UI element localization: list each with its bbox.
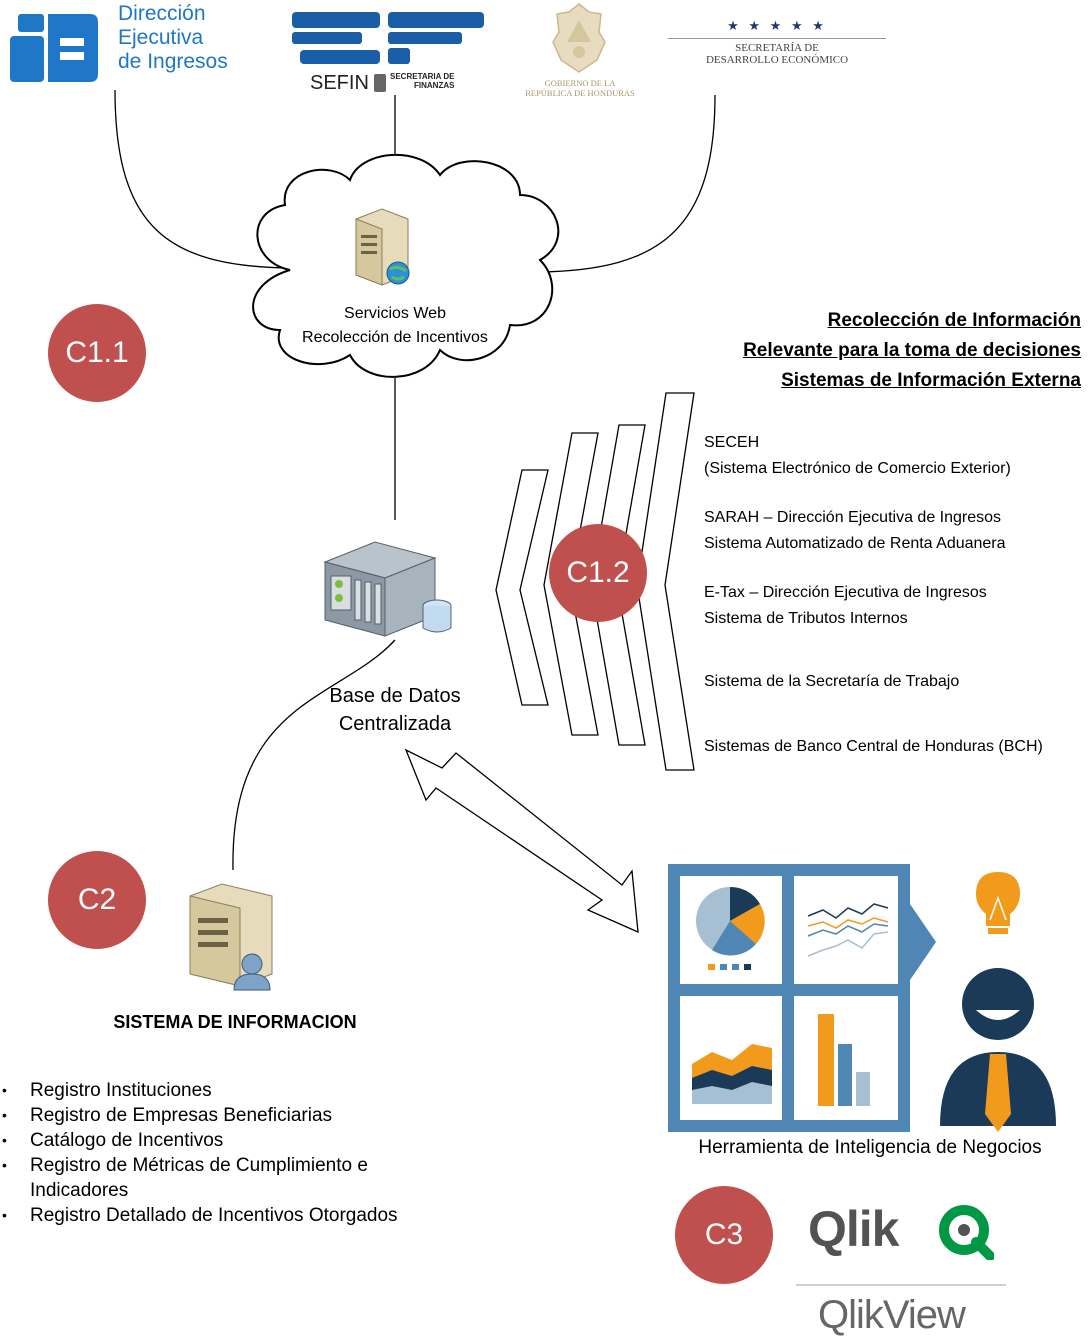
qlik-logo: Qlik (808, 1200, 998, 1260)
external-item-etax: E-Tax – Dirección Ejecutiva de Ingresos … (704, 580, 987, 632)
external-item-sarah-line2: Sistema Automatizado de Renta Aduanera (704, 535, 1006, 552)
sistema-title: SISTEMA DE INFORMACION (113, 1012, 357, 1032)
list-item-text: Registro de Métricas de Cumplimiento e I… (30, 1155, 368, 1201)
external-item-sarah: SARAH – Dirección Ejecutiva de Ingresos … (704, 505, 1006, 557)
chevron-1 (495, 469, 549, 706)
connector-desarrollo-cloud (539, 94, 716, 273)
database-label-1: Base de Datos (329, 685, 461, 707)
database-label-2: Centralizada (338, 713, 452, 735)
dei-emblem-icon (10, 14, 98, 82)
desarrollo-divider (668, 38, 886, 39)
list-item: Catálogo de Incentivos (2, 1128, 460, 1153)
cloud-label-2: Recolección de Incentivos (302, 329, 488, 346)
list-item: Registro de Empresas Beneficiarias (2, 1103, 460, 1128)
external-title-2: Relevante para la toma de decisiones (743, 340, 1081, 361)
external-item-sarah-line1: SARAH – Dirección Ejecutiva de Ingresos (704, 509, 1002, 526)
sefin-seal-icon (374, 74, 386, 92)
qlik-divider (796, 1284, 1006, 1286)
cloud-label-1: Servicios Web (344, 305, 446, 322)
connector-dei-cloud (114, 89, 286, 269)
arrow-db-to-bi (404, 748, 639, 934)
external-item-bch: Sistemas de Banco Central de Honduras (B… (704, 734, 1043, 760)
bi-dashboard-icon (668, 864, 1056, 1132)
external-item-bch-line1: Sistemas de Banco Central de Honduras (B… (704, 738, 1043, 755)
bi-caption: Herramienta de Inteligencia de Negocios (698, 1137, 1042, 1158)
external-title: Recolección de Información Relevante par… (743, 306, 1081, 396)
qlikview-wordmark: QlikView (818, 1293, 966, 1337)
external-item-seceh: SECEH (Sistema Electrónico de Comercio E… (704, 430, 1011, 482)
web-server-icon (355, 208, 410, 286)
badge-c11: C1.1 (48, 304, 146, 402)
list-item: Registro Detallado de Incentivos Otorgad… (2, 1203, 460, 1228)
gobierno-line-2: REPÚBLICA DE HONDURAS (525, 88, 635, 98)
external-item-etax-line2: Sistema de Tributos Internos (704, 610, 908, 627)
badge-c2: C2 (48, 851, 146, 949)
external-title-3: Sistemas de Información Externa (781, 370, 1081, 391)
gobierno-logo: GOBIERNO DE LA REPÚBLICA DE HONDURAS (505, 2, 655, 102)
list-item: Registro de Métricas de Cumplimiento e I… (2, 1153, 460, 1203)
external-item-trabajo: Sistema de la Secretaría de Trabajo (704, 669, 959, 695)
desarrollo-logo: ★ ★ ★ ★ ★ SECRETARÍA DE DESARROLLO ECONÓ… (668, 18, 886, 88)
badge-c3: C3 (675, 1186, 773, 1284)
dei-line-2: Ejecutiva (118, 26, 204, 49)
chevron-4 (636, 392, 695, 771)
dei-logo: Dirección Ejecutiva de Ingresos (10, 2, 270, 94)
desarrollo-line-2: DESARROLLO ECONÓMICO (705, 54, 849, 66)
sefin-text: SEFIN (310, 72, 369, 94)
external-item-etax-line1: E-Tax – Dirección Ejecutiva de Ingresos (704, 584, 987, 601)
connector-db-sistema (232, 639, 396, 871)
external-item-trabajo-line1: Sistema de la Secretaría de Trabajo (704, 673, 960, 690)
user-server-icon (189, 883, 273, 991)
stars-icon: ★ ★ ★ ★ ★ (727, 18, 827, 33)
dei-line-1: Dirección (118, 2, 206, 25)
sistema-list: Registro Instituciones Registro de Empre… (2, 1078, 460, 1228)
badge-c12: C1.2 (549, 524, 647, 622)
sefin-logo: SEFIN SECRETARIA DE FINANZAS (290, 6, 490, 98)
qlik-q-icon (939, 1205, 994, 1260)
external-title-1: Recolección de Información (827, 310, 1081, 331)
sefin-sf-mark-icon (292, 12, 484, 64)
qlik-wordmark: Qlik (808, 1201, 899, 1257)
sefin-sub-2: FINANZAS (414, 81, 455, 90)
external-item-seceh-line1: SECEH (704, 434, 760, 451)
sefin-sub-1: SECRETARIA DE (390, 72, 455, 81)
gobierno-line-1: GOBIERNO DE LA (544, 78, 616, 88)
external-item-seceh-line2: (Sistema Electrónico de Comercio Exterio… (704, 460, 1011, 477)
list-item: Registro Instituciones (2, 1078, 460, 1103)
desarrollo-line-1: SECRETARÍA DE (735, 42, 819, 54)
database-server-icon (323, 541, 452, 637)
coat-of-arms-icon (552, 3, 606, 73)
dei-line-3: de Ingresos (118, 50, 228, 73)
